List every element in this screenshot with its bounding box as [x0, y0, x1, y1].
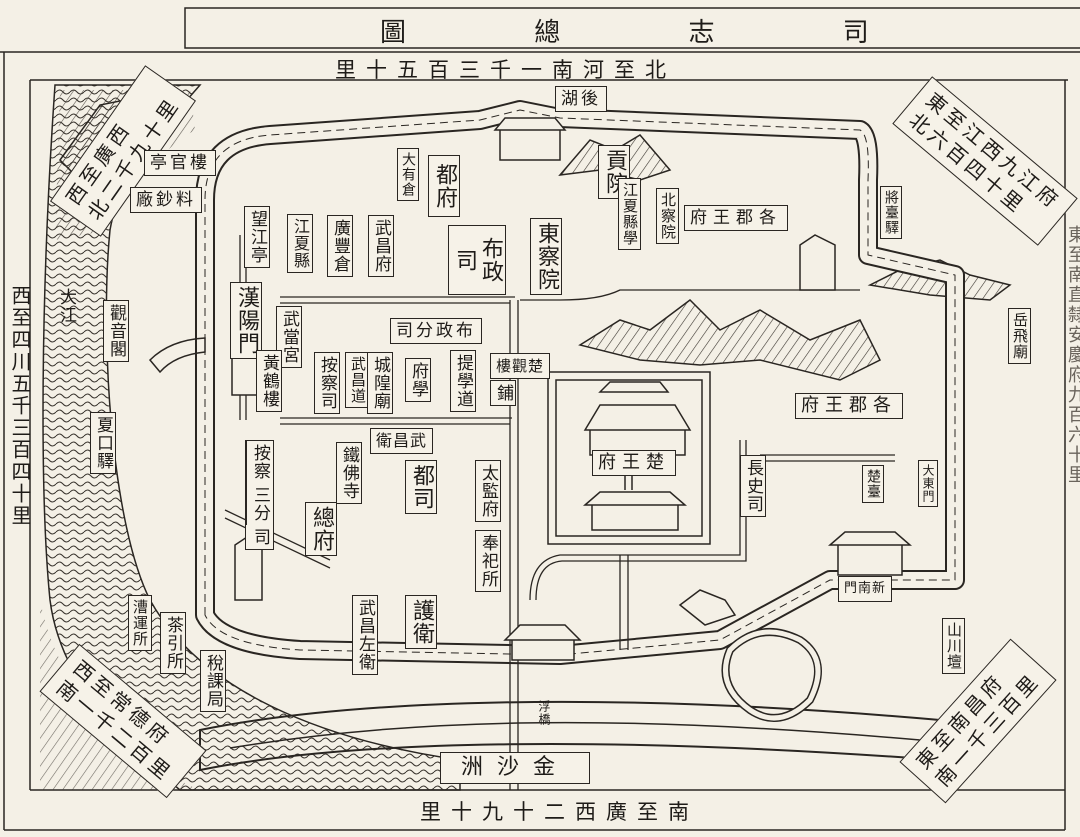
label-zongfu: 總府 [305, 502, 337, 556]
label-shanchuantan: 山川壇 [942, 618, 965, 674]
label-wuchangwei: 衛昌武 [370, 428, 434, 454]
label-wuchang-zuowei: 武昌左衛 [352, 595, 378, 675]
label-dusi: 都司 [405, 460, 437, 514]
pier [148, 337, 206, 374]
label-jiangxiaxian: 江夏縣 [287, 214, 313, 273]
label-wuchangfu: 武昌府 [368, 215, 394, 277]
label-junwangfu-east: 府王郡各 [795, 393, 903, 419]
label-hanyangmen: 漢陽門 [230, 282, 262, 359]
label-dong-chayuan: 東察院 [530, 218, 562, 295]
east-distance: 東至南直隸安慶府九百六十里 [1065, 225, 1080, 485]
label-chenghuangmiao: 城隍廟 [367, 352, 393, 414]
map-title: 圖 總 志 司 [380, 18, 929, 48]
label-pu: 鋪 [490, 380, 516, 406]
label-tiefosi: 鐵佛寺 [336, 442, 362, 504]
label-part: 按察 [246, 441, 273, 483]
label-dadongmen: 大東門 [918, 460, 938, 507]
label-caoyunsuo: 漕運所 [128, 595, 152, 651]
label-part: 三分 [246, 483, 273, 525]
label-dajiang: 大江 [56, 288, 76, 324]
label-chuwangfu: 府王楚 [592, 450, 676, 476]
label-fuxue: 府學 [405, 358, 431, 402]
label-huwei: 護衛 [405, 595, 437, 649]
label-jiangxia-xianxue: 江夏縣學 [618, 178, 641, 250]
south-distance: 里十九十二西廣至南 [420, 800, 699, 824]
label-part: 司 [250, 528, 270, 546]
label-wuchangdao: 武昌道 [345, 352, 371, 408]
label-fengsisuo: 奉祀所 [475, 530, 501, 592]
label-anchasi: 按察司 [314, 352, 340, 414]
label-dufu: 都府 [428, 155, 460, 217]
label-junwangfu-north: 府王郡各 [684, 205, 788, 231]
label-guanyinge: 觀音閣 [103, 300, 129, 362]
label-bridge: 浮橋 [537, 700, 551, 726]
label-xinnanmen: 門南新 [838, 576, 893, 602]
label-changshisi: 長史司 [740, 455, 766, 517]
west-distance: 西至四川五千三百四十里 [8, 285, 32, 527]
label-liaochaochang: 廠鈔料 [130, 187, 202, 213]
label-bei-chayuan: 北察院 [656, 188, 679, 244]
label-louguanting: 亭官樓 [144, 150, 216, 176]
label-dayoucang: 大有倉 [397, 148, 419, 201]
label-chuguanlou: 樓觀楚 [490, 353, 551, 379]
north-distance: 里十五百三千一南河至北 [335, 58, 676, 82]
label-wangjiangting: 望江亭 [244, 206, 270, 268]
label-huanghelou: 黃鶴樓 [256, 350, 282, 412]
label-shuikeju: 稅課局 [200, 650, 226, 712]
label-ancha-sanfensi: 按察 三分 司 [245, 440, 274, 550]
label-guangfengcang: 廣豐倉 [327, 215, 353, 277]
label-xiakouyi: 夏口驛 [90, 412, 116, 474]
label-buzheng-fensi: 司分政布 [390, 318, 482, 344]
label-houhu: 湖後 [555, 86, 607, 112]
label-taijianfu: 太監府 [475, 460, 501, 522]
city-wall [195, 100, 965, 665]
label-buzhengsi: 布政司 [448, 225, 506, 295]
label-tixuedao: 提學道 [450, 350, 476, 412]
label-chayinsuo: 茶引所 [160, 612, 186, 674]
label-jinshazhou: 洲沙金 [440, 752, 591, 784]
label-chutai: 楚臺 [862, 465, 884, 503]
label-yuefeimiao: 岳飛廟 [1008, 308, 1031, 364]
label-jiangtaiyi: 將臺驛 [880, 186, 902, 239]
